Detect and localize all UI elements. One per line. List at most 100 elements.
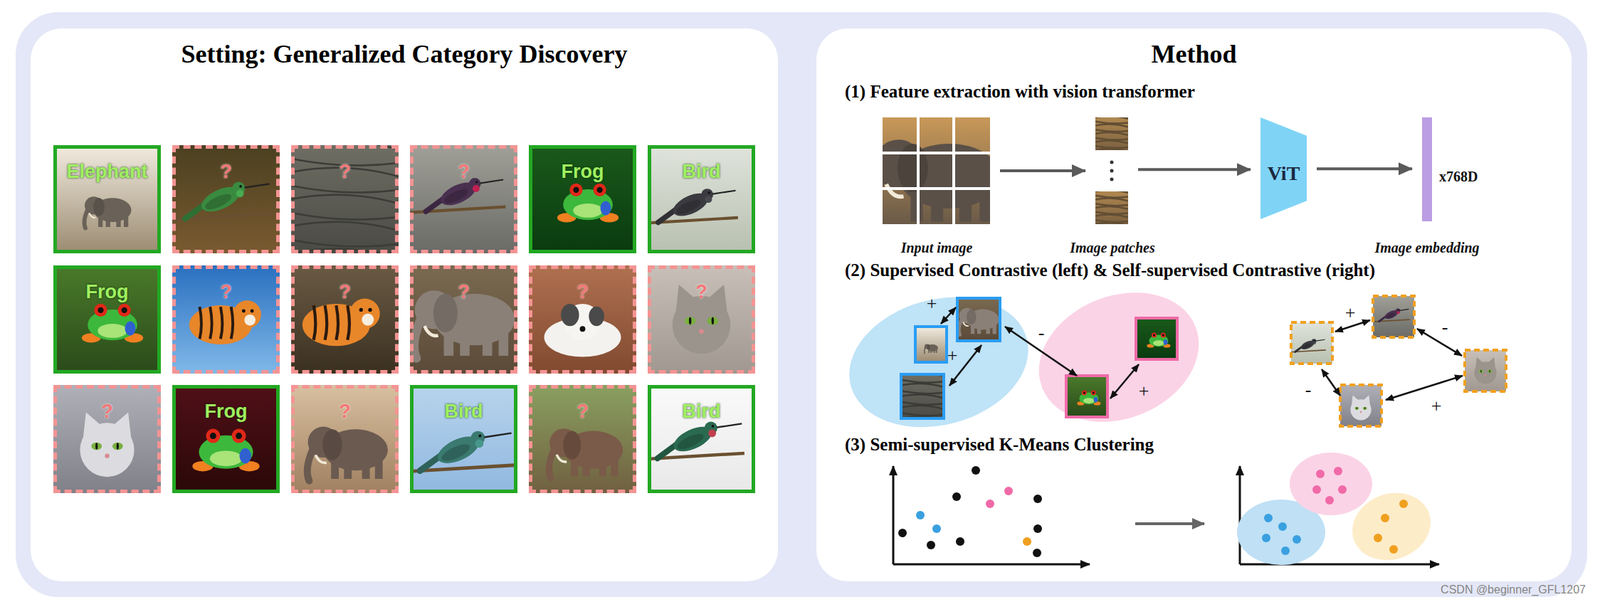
tiger-eye: [241, 309, 246, 314]
photo: [409, 145, 518, 254]
thumbnail-border: [1066, 375, 1108, 418]
data-point: [1325, 496, 1334, 505]
bird-throat: [472, 185, 480, 193]
tiger-stripe: [220, 306, 223, 339]
data-point: [1033, 494, 1042, 504]
bird-throat: [704, 195, 712, 203]
bird-eye: [707, 191, 710, 194]
tiger-muzzle: [361, 313, 374, 326]
elephant-body: [93, 197, 132, 223]
bird-eye: [711, 424, 715, 428]
input-image: Input image: [882, 117, 991, 225]
frog-flank: [124, 321, 136, 336]
skin-wrinkle: [291, 212, 399, 220]
data-point: [1333, 466, 1343, 476]
photo-ground: [1340, 385, 1382, 427]
frog-belly: [209, 450, 242, 467]
photo: [915, 326, 947, 363]
photo: [1135, 318, 1178, 360]
tiger-head: [349, 298, 380, 329]
photo-ground: [53, 385, 161, 494]
panel-title: Setting: Generalized Category Discovery: [181, 28, 628, 70]
data-point: [1338, 485, 1347, 494]
cat-nose: [104, 453, 109, 458]
frog-eye: [593, 183, 607, 197]
skin-wrinkle: [291, 185, 399, 193]
contrast-sign: -: [1305, 379, 1312, 401]
thumbnail-border: [1135, 318, 1178, 360]
elephant-tusk: [315, 454, 326, 463]
photo: [901, 374, 944, 419]
photo-ground: [647, 385, 756, 494]
flow-arrow: [1316, 167, 1413, 171]
frog-eye: [1081, 390, 1087, 396]
encoder-label: ViT: [1267, 150, 1301, 186]
bird-beak: [244, 183, 270, 188]
contrast-sign: +: [926, 293, 938, 315]
trapezoid-shape: [1260, 117, 1307, 220]
elephant-trunk: [83, 209, 88, 229]
skin-wrinkle: [1095, 124, 1129, 128]
tiger-stripe: [209, 306, 212, 339]
data-point: [985, 499, 995, 509]
elephant-body: [563, 431, 623, 470]
tile-label: ?: [457, 269, 470, 304]
cat-head: [672, 296, 731, 355]
tile-label: ?: [576, 269, 589, 304]
photo: [882, 117, 991, 225]
elephant-tusk: [962, 322, 969, 327]
section-heading: (3) Semi-supervised K-Means Clustering: [844, 434, 1154, 456]
dimension-label: x768D: [1439, 157, 1478, 186]
photo: [172, 145, 280, 254]
photo-ground: [1095, 191, 1129, 225]
frog-eye: [1151, 332, 1157, 338]
image-tile: Elephant: [53, 145, 161, 254]
bird-wing: [439, 441, 472, 465]
photo-ground: [409, 145, 518, 254]
vit-encoder: ViT: [1260, 117, 1307, 220]
elephant-tusk: [424, 325, 438, 336]
elephant-tusk: [925, 348, 929, 351]
photo: [647, 265, 756, 374]
photo: [291, 145, 399, 254]
tile-label: ?: [219, 269, 233, 304]
photo: [1095, 117, 1129, 151]
image-tile: ?: [53, 385, 161, 494]
cat-pupil: [1488, 370, 1490, 373]
photo: [1095, 191, 1129, 225]
skin-wrinkle: [901, 383, 944, 388]
contrast-sign: +: [1431, 395, 1442, 418]
photo-ground: [291, 265, 399, 374]
photo-ground: [1372, 296, 1415, 338]
y-axis: [1239, 466, 1242, 565]
cat-pupil: [711, 317, 714, 325]
frog-belly: [1153, 340, 1165, 346]
frog-eye: [232, 429, 247, 444]
tile-label: ?: [338, 269, 351, 304]
thumbnail-border: [957, 298, 1000, 341]
image-tile: ?: [291, 145, 399, 254]
photo-ground: [1066, 375, 1108, 418]
bird-beak: [483, 433, 512, 438]
tiger-stripe: [335, 305, 339, 341]
skin-wrinkle: [1095, 206, 1129, 210]
dog-nose: [580, 325, 586, 332]
section-heading: (1) Feature extraction with vision trans…: [844, 81, 1196, 103]
skin-wrinkle: [1095, 140, 1129, 144]
supervised-cluster-blue: [834, 278, 1044, 447]
frog-pupil: [1083, 391, 1086, 394]
photo-ground: [409, 265, 518, 374]
cat-pupil: [1364, 407, 1366, 410]
elephant-ear: [433, 293, 458, 333]
photo-ground: [409, 385, 518, 494]
bird-throat: [236, 189, 245, 198]
thumbnail-border: [915, 326, 947, 363]
skin-wrinkle: [1095, 214, 1129, 218]
data-point: [1032, 548, 1042, 558]
image-patches: Image patches: [1095, 117, 1129, 225]
tile-label: Frog: [561, 149, 605, 183]
photo-ground: [528, 385, 637, 494]
photo: [1291, 322, 1333, 364]
elephant-body: [927, 344, 939, 352]
